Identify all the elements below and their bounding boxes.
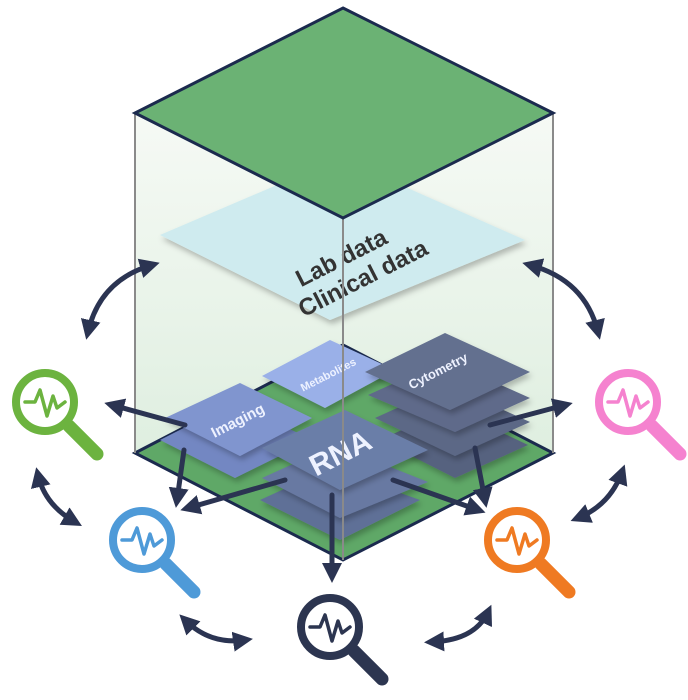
arrow-imaging-to-blue bbox=[168, 447, 189, 508]
signal-waveform bbox=[495, 526, 539, 556]
magnifier-handle bbox=[159, 557, 201, 599]
arrow-imaging-to-green bbox=[104, 398, 188, 428]
analysis-tool-blue-icon bbox=[109, 507, 201, 599]
cube-top-face bbox=[131, 6, 557, 220]
signal-waveform bbox=[308, 613, 352, 643]
signal-waveform bbox=[120, 526, 164, 556]
layer-imaging bbox=[165, 383, 312, 456]
analysis-tool-green-icon bbox=[12, 369, 104, 461]
arrow-lab-pink bbox=[522, 258, 605, 340]
arrow-orange-pink bbox=[570, 464, 628, 523]
arrow-green-blue bbox=[30, 467, 82, 526]
arrow-cytometry-to-pink bbox=[487, 398, 573, 428]
magnifier-handle bbox=[534, 557, 576, 599]
magnifier-handle bbox=[62, 419, 104, 461]
arrow-navy-orange bbox=[424, 604, 493, 652]
magnifier-handle bbox=[347, 644, 389, 686]
layer-cytometry bbox=[365, 333, 530, 410]
arrow-cytometry-to-orange bbox=[472, 445, 493, 508]
magnifier-handle bbox=[645, 419, 687, 461]
layer-metabolites bbox=[262, 340, 395, 408]
analysis-tool-orange-icon bbox=[484, 507, 576, 599]
signal-waveform bbox=[606, 388, 650, 418]
signal-waveform bbox=[23, 388, 67, 418]
arrow-rna-to-blue bbox=[180, 477, 288, 515]
arrow-lab-green bbox=[80, 258, 160, 340]
analysis-tool-pink-icon bbox=[595, 369, 687, 461]
analysis-tool-navy-icon bbox=[297, 594, 389, 686]
layer-rna bbox=[262, 410, 428, 490]
arrow-blue-navy bbox=[179, 614, 253, 652]
arrow-rna-to-orange bbox=[390, 477, 486, 516]
